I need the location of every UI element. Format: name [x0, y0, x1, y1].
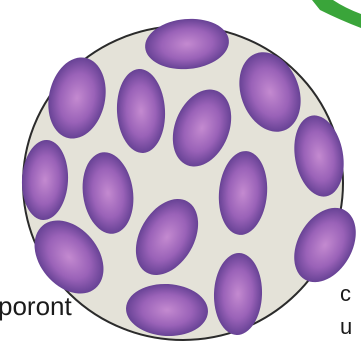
sporont-label: poront — [0, 293, 72, 319]
arrow-fragment — [312, 0, 361, 28]
side-label-fragment: c — [340, 283, 351, 305]
side-label-fragment: u — [340, 316, 352, 338]
